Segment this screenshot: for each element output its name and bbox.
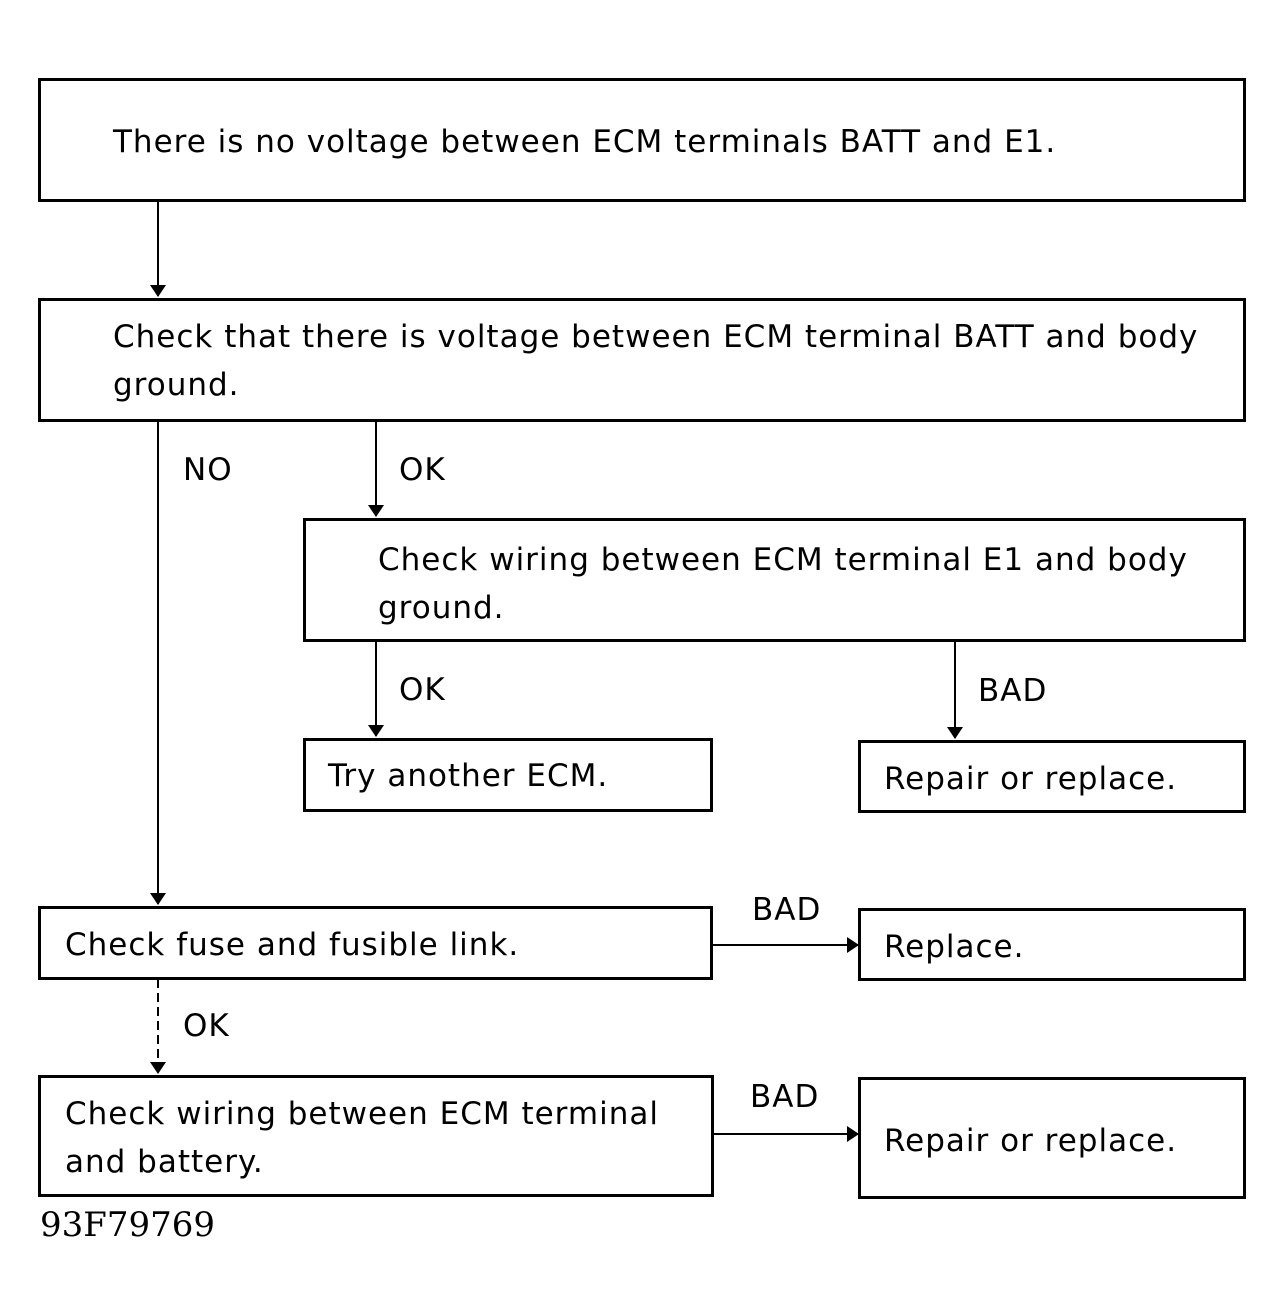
edge-label-ok-fuse: OK <box>183 1008 230 1044</box>
edge-label-bad-battery: BAD <box>750 1079 820 1115</box>
edge-label-bad-e1: BAD <box>978 673 1048 709</box>
step-no-voltage-text: There is no voltage between ECM terminal… <box>113 124 1057 160</box>
step-repair-or-replace-2-text: Repair or replace. <box>884 1123 1178 1159</box>
edge-label-no: NO <box>183 452 233 488</box>
step-replace: Replace. <box>858 908 1246 981</box>
step-check-e1-wiring: Check wiring between ECM terminal E1 and… <box>303 518 1246 642</box>
step-try-another-ecm-text: Try another ECM. <box>328 758 609 794</box>
edge-label-bad-fuse: BAD <box>752 892 822 928</box>
step-repair-or-replace-1-text: Repair or replace. <box>884 761 1178 797</box>
step-check-battery-wiring-text: Check wiring between ECM terminal and ba… <box>65 1096 659 1180</box>
edge-label-ok-batt: OK <box>399 452 446 488</box>
step-repair-or-replace-2: Repair or replace. <box>858 1077 1246 1199</box>
step-check-battery-wiring: Check wiring between ECM terminal and ba… <box>38 1075 714 1197</box>
step-no-voltage: There is no voltage between ECM terminal… <box>38 78 1246 202</box>
step-check-batt-voltage-text: Check that there is voltage between ECM … <box>113 319 1199 403</box>
step-replace-text: Replace. <box>884 929 1025 965</box>
step-check-fuse: Check fuse and fusible link. <box>38 906 713 980</box>
step-check-fuse-text: Check fuse and fusible link. <box>65 927 520 963</box>
step-try-another-ecm: Try another ECM. <box>303 738 713 812</box>
step-check-e1-wiring-text: Check wiring between ECM terminal E1 and… <box>378 542 1188 626</box>
step-check-batt-voltage: Check that there is voltage between ECM … <box>38 298 1246 422</box>
edge-label-ok-e1: OK <box>399 672 446 708</box>
step-repair-or-replace-1: Repair or replace. <box>858 740 1246 813</box>
figure-code: 93F79769 <box>40 1205 216 1245</box>
